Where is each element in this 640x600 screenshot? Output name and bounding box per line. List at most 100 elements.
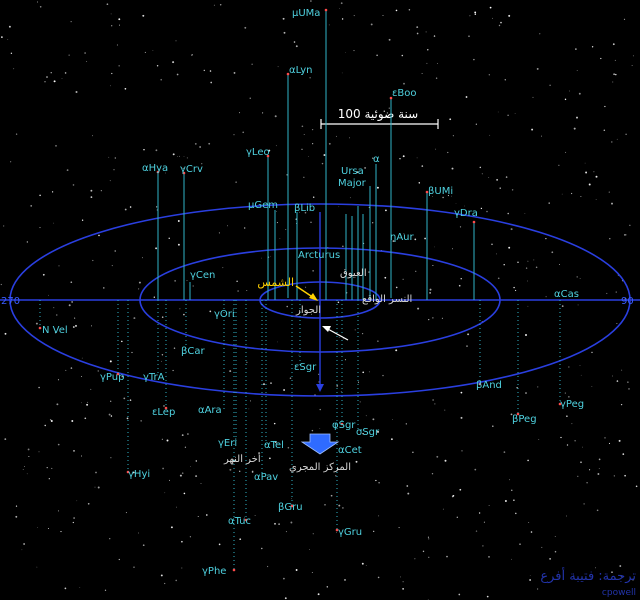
background-star bbox=[201, 163, 203, 165]
background-star bbox=[75, 325, 77, 327]
background-star bbox=[353, 15, 355, 17]
background-star bbox=[210, 81, 213, 84]
background-star bbox=[365, 565, 367, 566]
background-star bbox=[44, 424, 46, 427]
background-star bbox=[339, 8, 340, 9]
background-star bbox=[414, 238, 417, 241]
background-star bbox=[310, 0, 312, 2]
background-star bbox=[270, 382, 272, 384]
background-star bbox=[50, 420, 53, 422]
background-star bbox=[175, 579, 177, 582]
background-star bbox=[119, 24, 120, 26]
background-star bbox=[114, 157, 116, 159]
background-star bbox=[418, 182, 421, 184]
background-star bbox=[118, 558, 120, 561]
background-star bbox=[3, 225, 5, 227]
background-star bbox=[625, 234, 627, 236]
background-star bbox=[229, 468, 232, 471]
background-star bbox=[527, 260, 529, 262]
background-star bbox=[616, 323, 618, 324]
background-star bbox=[398, 527, 400, 529]
background-star bbox=[510, 228, 513, 231]
background-star bbox=[181, 567, 183, 569]
background-star bbox=[277, 66, 279, 68]
background-star bbox=[276, 222, 278, 224]
background-star bbox=[251, 63, 253, 65]
background-star bbox=[576, 70, 578, 72]
background-star bbox=[164, 492, 166, 494]
background-star bbox=[161, 360, 162, 362]
background-star bbox=[549, 558, 551, 560]
background-star bbox=[21, 549, 23, 551]
background-star bbox=[13, 68, 15, 70]
background-star bbox=[108, 413, 111, 416]
background-star bbox=[425, 31, 427, 33]
background-star bbox=[219, 4, 222, 6]
background-star bbox=[160, 574, 163, 577]
background-star bbox=[568, 396, 570, 398]
background-star bbox=[612, 81, 614, 83]
background-star bbox=[56, 314, 58, 316]
background-star bbox=[573, 127, 576, 130]
background-star bbox=[218, 543, 221, 546]
background-star bbox=[235, 517, 237, 518]
star-label: γLeo bbox=[246, 147, 270, 158]
star-label: αLyn bbox=[289, 65, 313, 76]
star-label: βLib bbox=[294, 203, 315, 214]
background-star bbox=[57, 379, 60, 381]
background-star bbox=[595, 175, 598, 178]
background-star bbox=[611, 202, 613, 205]
background-star bbox=[474, 468, 477, 471]
background-star bbox=[328, 142, 331, 145]
background-star bbox=[295, 569, 298, 571]
background-star bbox=[61, 78, 63, 79]
background-star bbox=[549, 84, 551, 87]
background-star bbox=[336, 385, 339, 387]
background-star bbox=[459, 488, 462, 491]
background-star bbox=[588, 183, 591, 186]
background-star bbox=[273, 422, 276, 425]
background-star bbox=[285, 531, 287, 533]
background-star bbox=[261, 257, 263, 259]
background-star bbox=[109, 538, 111, 540]
background-star bbox=[317, 593, 320, 596]
background-star bbox=[341, 18, 344, 20]
star-label: γOri bbox=[214, 309, 235, 320]
background-star bbox=[275, 145, 277, 147]
background-star bbox=[199, 146, 201, 148]
background-star bbox=[209, 70, 212, 72]
background-star bbox=[377, 430, 379, 433]
background-star bbox=[246, 361, 248, 364]
background-star bbox=[584, 162, 586, 164]
background-star bbox=[359, 401, 361, 403]
galactic-center-arrow-icon bbox=[300, 433, 340, 455]
background-star bbox=[464, 205, 466, 207]
center-arrow-icon bbox=[322, 326, 331, 332]
background-star bbox=[163, 405, 165, 407]
background-star bbox=[519, 543, 521, 545]
background-star bbox=[28, 456, 30, 458]
background-star bbox=[172, 61, 175, 64]
background-star bbox=[434, 403, 436, 405]
background-star bbox=[452, 135, 454, 137]
background-star bbox=[252, 470, 254, 472]
background-star bbox=[39, 6, 42, 8]
background-star bbox=[338, 206, 340, 208]
background-star bbox=[527, 280, 529, 282]
background-star bbox=[208, 142, 211, 145]
background-star bbox=[598, 458, 601, 461]
background-star bbox=[276, 341, 278, 343]
background-star bbox=[47, 528, 49, 529]
background-star bbox=[241, 454, 242, 455]
background-star bbox=[375, 479, 377, 482]
background-star bbox=[486, 595, 489, 598]
background-star bbox=[213, 4, 215, 6]
star-label: βPeg bbox=[512, 414, 537, 425]
background-star bbox=[335, 135, 337, 137]
background-star bbox=[611, 571, 613, 573]
background-star bbox=[8, 25, 11, 28]
star-label: γGru bbox=[338, 527, 362, 538]
background-star bbox=[49, 419, 52, 421]
background-star bbox=[370, 23, 373, 26]
